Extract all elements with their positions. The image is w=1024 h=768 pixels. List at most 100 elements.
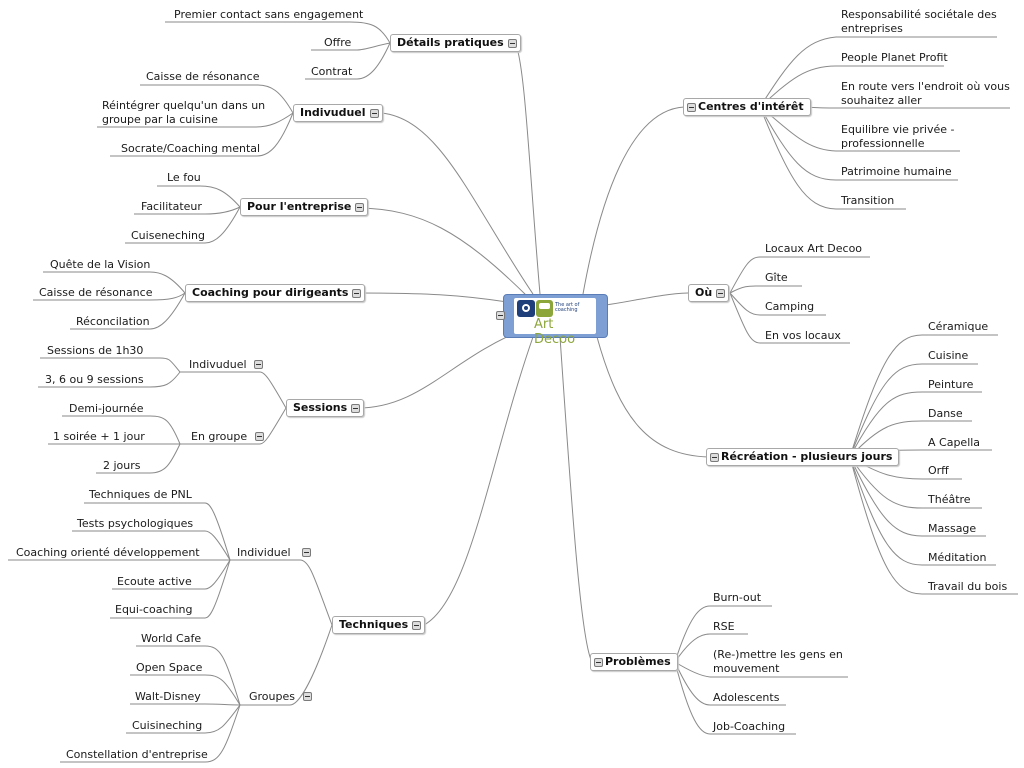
logo-mark-icon bbox=[517, 300, 535, 317]
subtopic-item[interactable]: souhaitez aller bbox=[841, 94, 922, 107]
subtopic-item[interactable]: Caisse de résonance bbox=[39, 286, 153, 299]
subtopic-item[interactable]: A Capella bbox=[928, 436, 981, 449]
central-logo: The art of coaching Art Decoo bbox=[514, 298, 596, 347]
subtopic-item[interactable]: Constellation d'entreprise bbox=[66, 748, 208, 761]
topic-label: Où bbox=[695, 286, 713, 299]
subtopic-item[interactable]: professionnelle bbox=[841, 137, 925, 150]
subtopic-item[interactable]: entreprises bbox=[841, 22, 903, 35]
subtopic-item[interactable]: Coaching orienté développement bbox=[16, 546, 200, 559]
subtopic-item[interactable]: mouvement bbox=[713, 662, 780, 675]
subtopic-item[interactable]: Equilibre vie privée - bbox=[841, 123, 955, 136]
subtopic-item[interactable]: En route vers l'endroit où vous bbox=[841, 80, 1010, 93]
subtopic-item[interactable]: Walt-Disney bbox=[135, 690, 201, 703]
subtopic-item[interactable]: Massage bbox=[928, 522, 977, 535]
subtopic-item[interactable]: Cuiseneching bbox=[131, 229, 205, 242]
subtopic-item[interactable]: Travail du bois bbox=[928, 580, 1008, 593]
subtopic-item[interactable]: Adolescents bbox=[713, 691, 780, 704]
topic-ou[interactable]: Où bbox=[688, 284, 730, 302]
topic-label: Problèmes bbox=[605, 655, 671, 668]
collapse-toggle-icon[interactable] bbox=[496, 311, 505, 320]
collapse-toggle-icon[interactable] bbox=[351, 404, 361, 413]
subtopic-item[interactable]: (Re-)mettre les gens en bbox=[713, 648, 843, 661]
subtopic-indivuduel[interactable]: Indivuduel bbox=[189, 358, 264, 372]
subtopic-item[interactable]: Responsabilité sociétale des bbox=[841, 8, 997, 21]
subtopic-item[interactable]: Gîte bbox=[765, 271, 788, 284]
subtopic-item[interactable]: Camping bbox=[765, 300, 815, 313]
topic-centres-interet[interactable]: Centres d'intérêt bbox=[683, 98, 811, 116]
subtopic-item[interactable]: Patrimoine humaine bbox=[841, 165, 952, 178]
collapse-toggle-icon[interactable] bbox=[412, 621, 422, 630]
subtopic-item[interactable]: Le fou bbox=[167, 171, 201, 184]
subtopic-item[interactable]: Danse bbox=[928, 407, 963, 420]
subtopic-item[interactable]: Contrat bbox=[311, 65, 353, 78]
collapse-toggle-icon[interactable] bbox=[687, 103, 696, 112]
topic-details-pratiques[interactable]: Détails pratiques bbox=[390, 34, 521, 52]
collapse-toggle-icon[interactable] bbox=[302, 692, 312, 701]
subtopic-item[interactable]: groupe par la cuisine bbox=[102, 113, 218, 126]
subtopic-item[interactable]: Théâtre bbox=[928, 493, 971, 506]
topic-indivuduel[interactable]: Indivuduel bbox=[293, 104, 383, 122]
subtopic-item[interactable]: Cuisineching bbox=[132, 719, 203, 732]
collapse-toggle-icon[interactable] bbox=[369, 109, 379, 118]
topic-recreation[interactable]: Récréation - plusieurs jours bbox=[706, 448, 900, 466]
subtopic-item[interactable]: Transition bbox=[841, 194, 895, 207]
subtopic-groupes[interactable]: Groupes bbox=[249, 690, 312, 704]
subtopic-item[interactable]: Réintégrer quelqu'un dans un bbox=[102, 99, 266, 112]
subtopic-item[interactable]: En vos locaux bbox=[765, 329, 841, 342]
subtopic-item[interactable]: Cuisine bbox=[928, 349, 969, 362]
collapse-toggle-icon[interactable] bbox=[716, 289, 726, 298]
subtopic-item[interactable]: Job-Coaching bbox=[713, 720, 786, 733]
topic-label: Pour l'entreprise bbox=[247, 200, 352, 213]
collapse-toggle-icon[interactable] bbox=[302, 548, 312, 557]
topic-sessions[interactable]: Sessions bbox=[286, 399, 365, 417]
collapse-toggle-icon[interactable] bbox=[507, 39, 517, 48]
subtopic-item[interactable]: Equi-coaching bbox=[115, 603, 193, 616]
subtopic-item[interactable]: Demi-journée bbox=[69, 402, 144, 415]
subtopic-item[interactable]: Tests psychologiques bbox=[77, 517, 194, 530]
logo-tagline: The art of coaching bbox=[555, 302, 580, 313]
collapse-toggle-icon[interactable] bbox=[352, 289, 362, 298]
subtopic-item[interactable]: Premier contact sans engagement bbox=[174, 8, 364, 21]
subtopic-item[interactable]: Facilitateur bbox=[141, 200, 202, 213]
subtopic-item[interactable]: Burn-out bbox=[713, 591, 762, 604]
subtopic-item[interactable]: 2 jours bbox=[103, 459, 141, 472]
logo-mark-icon bbox=[536, 300, 553, 317]
subtopic-item[interactable]: Ecoute active bbox=[117, 575, 192, 588]
collapse-toggle-icon[interactable] bbox=[710, 453, 719, 462]
subtopic-item[interactable]: Méditation bbox=[928, 551, 987, 564]
subtopic-item[interactable]: Caisse de résonance bbox=[146, 70, 260, 83]
subtopic-item[interactable]: World Cafe bbox=[141, 632, 202, 645]
subtopic-item[interactable]: Open Space bbox=[136, 661, 203, 674]
topic-problemes[interactable]: Problèmes bbox=[590, 653, 678, 671]
topic-label: Centres d'intérêt bbox=[698, 100, 804, 113]
subtopic-item[interactable]: Offre bbox=[324, 36, 352, 49]
collapse-toggle-icon[interactable] bbox=[254, 360, 264, 369]
topic-label: Récréation - plusieurs jours bbox=[721, 450, 893, 463]
topic-pour-entreprise[interactable]: Pour l'entreprise bbox=[240, 198, 369, 216]
subtopic-label: Individuel bbox=[237, 546, 291, 559]
subtopic-item[interactable]: Réconcilation bbox=[76, 315, 150, 328]
subtopic-item[interactable]: Orff bbox=[928, 464, 949, 477]
central-topic[interactable]: The art of coaching Art Decoo bbox=[496, 294, 608, 347]
subtopic-item[interactable]: RSE bbox=[713, 620, 735, 633]
subtopic-item[interactable]: Locaux Art Decoo bbox=[765, 242, 863, 255]
topic-techniques[interactable]: Techniques bbox=[332, 616, 426, 634]
subtopic-item[interactable]: 1 soirée + 1 jour bbox=[53, 430, 145, 443]
subtopic-item[interactable]: Peinture bbox=[928, 378, 974, 391]
logo-brand: Art Decoo bbox=[534, 317, 576, 347]
collapse-toggle-icon[interactable] bbox=[254, 432, 264, 441]
subtopic-item[interactable]: Céramique bbox=[928, 320, 989, 333]
subtopic-item[interactable]: Quête de la Vision bbox=[50, 258, 151, 271]
subtopic-item[interactable]: Techniques de PNL bbox=[89, 488, 192, 501]
subtopic-en-groupe[interactable]: En groupe bbox=[191, 430, 264, 444]
collapse-toggle-icon[interactable] bbox=[594, 658, 603, 667]
subtopic-individuel[interactable]: Individuel bbox=[237, 546, 312, 560]
topic-label: Détails pratiques bbox=[397, 36, 504, 49]
subtopic-item[interactable]: 3, 6 ou 9 sessions bbox=[45, 373, 144, 386]
subtopic-item[interactable]: People Planet Profit bbox=[841, 51, 948, 64]
subtopic-item[interactable]: Sessions de 1h30 bbox=[47, 344, 144, 357]
topic-coaching-dirigeants[interactable]: Coaching pour dirigeants bbox=[185, 284, 366, 302]
collapse-toggle-icon[interactable] bbox=[355, 203, 365, 212]
topic-label: Indivuduel bbox=[300, 106, 366, 119]
subtopic-item[interactable]: Socrate/Coaching mental bbox=[121, 142, 261, 155]
